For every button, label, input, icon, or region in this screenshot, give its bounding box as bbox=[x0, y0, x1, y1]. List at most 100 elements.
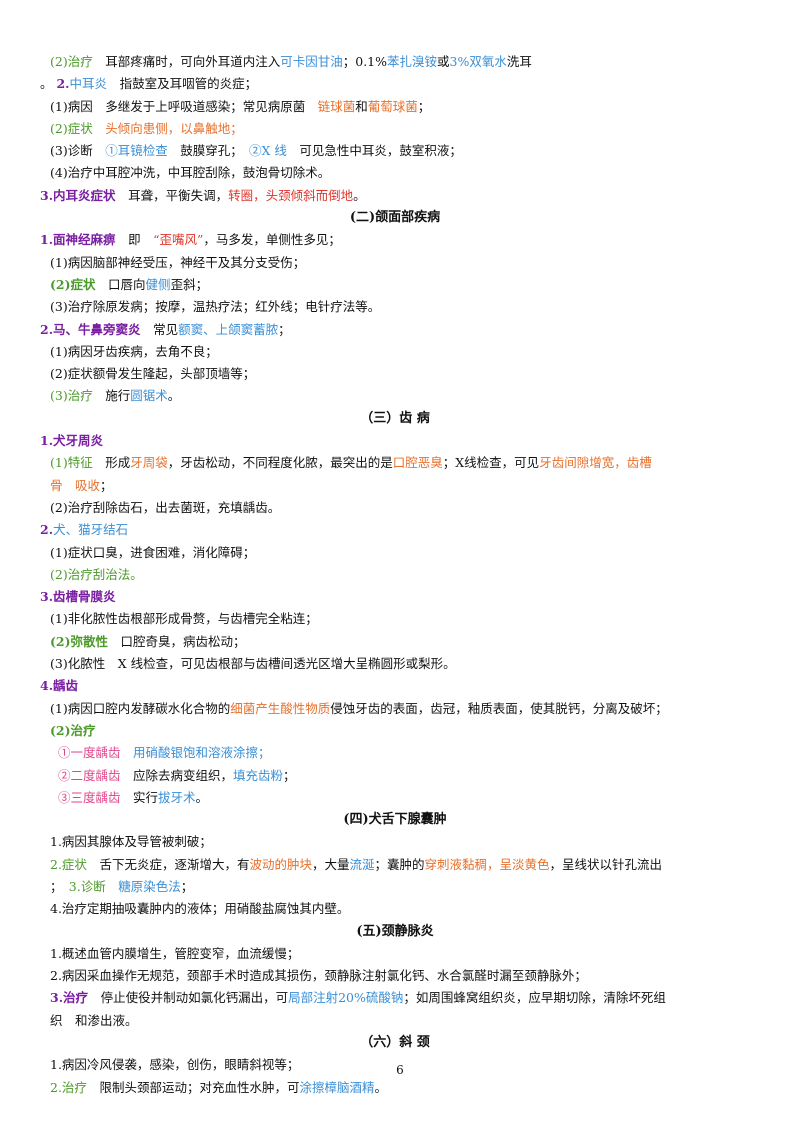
text-segment: (五)颈静脉炎 bbox=[356, 923, 434, 939]
text-segment: (四)犬舌下腺囊肿 bbox=[343, 812, 447, 828]
text-segment: (2)治疗 bbox=[50, 54, 93, 69]
text-segment: 1.病因冷风侵袭，感染，创伤，眼睛斜视等； bbox=[50, 1057, 300, 1073]
text-segment: 3.齿槽骨膜炎 bbox=[40, 589, 116, 605]
text-segment: 转圈，头颈倾斜而倒地 bbox=[228, 187, 354, 203]
text-segment: 1.犬牙周炎 bbox=[40, 433, 104, 449]
text-line: (1)病因 多继发于上呼吸道感染；常见病原菌 链球菌和葡萄球菌； bbox=[40, 97, 750, 117]
text-segment: 洗耳 bbox=[506, 54, 532, 69]
text-segment: 和 bbox=[355, 98, 368, 114]
text-segment: (2)治疗刮除齿石，出去菌斑，充填龋齿。 bbox=[50, 499, 281, 515]
text-segment: 拔牙术 bbox=[158, 789, 196, 805]
text-segment: 健侧 bbox=[145, 276, 171, 292]
text-segment: ；X线检查，可见 bbox=[442, 455, 540, 471]
text-segment: 形成 bbox=[92, 455, 131, 471]
text-segment: “歪嘴风” bbox=[153, 232, 204, 248]
text-segment: 可卡因甘油 bbox=[280, 54, 343, 69]
text-line: 3.治疗 停止使役并制动如氯化钙漏出，可局部注射20%硫酸钠；如周围蜂窝组织炎，… bbox=[40, 988, 750, 1008]
text-line: (1)病因脑部神经受压，神经干及其分支受伤； bbox=[40, 253, 750, 273]
text-segment: 1.面神经麻痹 bbox=[40, 232, 116, 248]
text-segment: 。 bbox=[353, 187, 366, 203]
text-segment: 实行 bbox=[120, 789, 159, 805]
text-segment: ； bbox=[180, 878, 194, 894]
text-segment: （六）斜 颈 bbox=[360, 1035, 430, 1051]
text-segment: (1)病因牙齿疾病，去角不良； bbox=[50, 343, 218, 359]
text-segment: ； bbox=[100, 477, 113, 493]
text-segment: ；0.1% bbox=[342, 54, 388, 69]
text-line: 1.犬牙周炎 bbox=[40, 431, 750, 451]
text-line: ； 3.诊断 糖原染色法； bbox=[40, 877, 750, 897]
text-segment: 2. bbox=[40, 522, 54, 538]
text-segment: 耳聋，平衡失调， bbox=[115, 187, 229, 203]
text-segment: (1)病因 多继发于上呼吸道感染；常见病原菌 bbox=[50, 98, 318, 114]
text-line: 4.龋齿 bbox=[40, 676, 750, 696]
text-segment: 涂擦樟脑酒精 bbox=[299, 1079, 375, 1095]
text-segment: 应除去病变组织， bbox=[120, 767, 234, 783]
text-segment: 2.病因采血操作无规范，颈部手术时造成其损伤，颈静脉注射氯化钙、水合氯醛时漏至颈… bbox=[50, 968, 587, 984]
text-segment: ，大量 bbox=[311, 856, 350, 872]
text-line: ③三度龋齿 实行拔牙术。 bbox=[40, 788, 750, 808]
text-segment: 中耳炎 bbox=[69, 76, 108, 92]
text-line: ①一度龋齿 用硝酸银饱和溶液涂擦； bbox=[40, 743, 750, 763]
text-segment: 或 bbox=[437, 54, 450, 69]
text-line: 织 和渗出液。 bbox=[40, 1011, 750, 1031]
text-segment: (1)非化脓性齿根部形成骨赘，与齿槽完全粘连； bbox=[50, 611, 318, 627]
text-segment: 犬、猫牙结石 bbox=[53, 522, 129, 538]
text-segment: (3)化脓性 X 线检查，可见齿根部与齿槽间透光区增大呈椭圆形或梨形。 bbox=[50, 656, 456, 672]
text-segment: 用硝酸银饱和溶液涂擦； bbox=[133, 745, 271, 761]
text-line: ②二度龋齿 应除去病变组织，填充齿粉； bbox=[40, 766, 750, 786]
text-segment: (1)特征 bbox=[50, 455, 93, 471]
text-line: 3.齿槽骨膜炎 bbox=[40, 587, 750, 607]
text-segment: 施行 bbox=[92, 388, 131, 404]
section-heading: （六）斜 颈 bbox=[40, 1033, 750, 1053]
text-segment bbox=[121, 745, 134, 760]
text-segment: 口腔奇臭，病齿松动； bbox=[108, 633, 246, 649]
text-segment: 即 bbox=[115, 232, 154, 248]
text-line: 骨 吸收； bbox=[40, 476, 750, 496]
text-segment: 苯扎溴铵 bbox=[387, 54, 438, 69]
text-segment: 圆锯术 bbox=[130, 388, 168, 404]
text-segment: 口唇向 bbox=[95, 276, 146, 292]
text-line: (2)症状 口唇向健侧歪斜； bbox=[40, 275, 750, 295]
text-line: (3)治疗 施行圆锯术。 bbox=[40, 386, 750, 406]
text-line: 1.病因冷风侵袭，感染，创伤，眼睛斜视等； bbox=[40, 1055, 750, 1075]
text-segment: 骨 吸收 bbox=[50, 477, 101, 493]
text-segment: ； bbox=[50, 878, 69, 894]
section-heading: (五)颈静脉炎 bbox=[40, 922, 750, 942]
text-segment: 。 bbox=[40, 76, 57, 92]
text-line: (2)治疗刮治法。 bbox=[40, 565, 750, 585]
text-segment: 穿刺液黏稠，呈淡黄色 bbox=[424, 856, 550, 872]
text-segment: 可见急性中耳炎，鼓室积液； bbox=[286, 143, 462, 159]
text-segment: 2.马、牛鼻旁窦炎 bbox=[40, 321, 141, 337]
text-segment: ③三度龋齿 bbox=[58, 789, 121, 805]
text-segment: 葡萄球菌 bbox=[367, 98, 418, 114]
text-segment: ； bbox=[278, 321, 291, 337]
text-segment: ，牙齿松动，不同程度化脓，最突出的是 bbox=[167, 455, 393, 471]
text-segment: 波动的肿块 bbox=[249, 856, 312, 872]
text-line: 1.面神经麻痹 即 “歪嘴风”，马多发，单侧性多见； bbox=[40, 230, 750, 250]
document-body: (2)治疗 耳部疼痛时，可向外耳道内注入可卡因甘油；0.1%苯扎溴铵或3%双氧水… bbox=[40, 52, 750, 1100]
text-line: 1.概述血管内膜增生，管腔变窄，血流缓慢； bbox=[40, 944, 750, 964]
text-segment: ； bbox=[283, 767, 296, 783]
text-segment: 3.内耳炎症状 bbox=[40, 187, 116, 203]
text-segment: (2)弥散性 bbox=[50, 633, 109, 649]
text-segment bbox=[106, 879, 119, 894]
text-segment: 牙周袋 bbox=[130, 455, 168, 471]
text-segment: (2)治疗刮治法。 bbox=[50, 566, 143, 582]
text-line: 4.治疗定期抽吸囊肿内的液体；用硝酸盐腐蚀其内壁。 bbox=[40, 899, 750, 919]
text-segment: 4.治疗定期抽吸囊肿内的液体；用硝酸盐腐蚀其内壁。 bbox=[50, 901, 350, 917]
text-segment: 。 bbox=[195, 789, 209, 805]
text-segment: 1.概述血管内膜增生，管腔变窄，血流缓慢； bbox=[50, 945, 300, 961]
text-segment: 2. bbox=[56, 76, 70, 92]
text-segment: 指鼓室及耳咽管的炎症； bbox=[107, 76, 258, 92]
text-segment: (3)治疗 bbox=[50, 388, 93, 404]
text-segment: 头倾向患侧，以鼻触地； bbox=[105, 120, 243, 136]
text-segment: ，呈线状以针孔流出 bbox=[549, 856, 663, 872]
text-line: (1)病因牙齿疾病，去角不良； bbox=[40, 342, 750, 362]
text-line: (2)症状额骨发生隆起，头部顶墙等； bbox=[40, 364, 750, 384]
text-segment: 。 bbox=[374, 1079, 387, 1095]
text-line: (1)特征 形成牙周袋，牙齿松动，不同程度化脓，最突出的是口腔恶臭；X线检查，可… bbox=[40, 453, 750, 473]
text-segment: ①一度龋齿 bbox=[58, 745, 121, 761]
text-segment: 额窦、上颌窦蓄脓 bbox=[178, 321, 279, 337]
text-line: (3)治疗除原发病；按摩，温热疗法；红外线；电针疗法等。 bbox=[40, 297, 750, 317]
text-line: (1)症状口臭，进食困难，消化障碍； bbox=[40, 543, 750, 563]
